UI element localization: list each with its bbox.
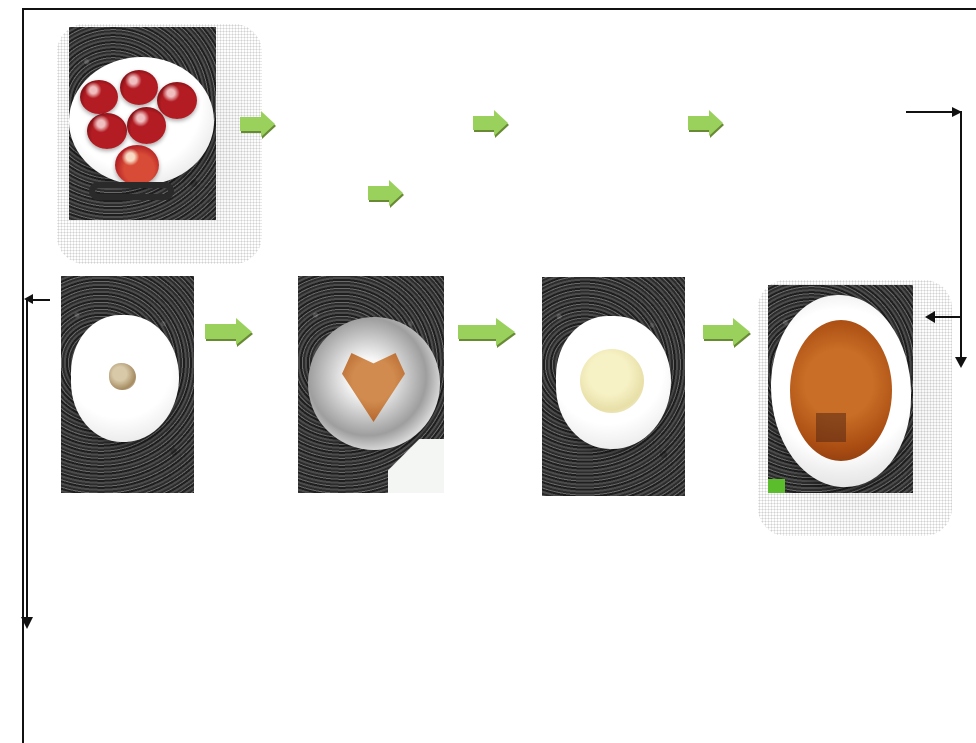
flow-arrow-top-1	[240, 111, 278, 141]
apple-photo	[69, 27, 216, 220]
brown-powder-photo	[298, 276, 444, 493]
apple-6	[115, 145, 159, 185]
flow-arrow-bottom-2	[458, 318, 518, 350]
connector-right-to-image	[932, 316, 962, 318]
tile-corner	[388, 439, 444, 493]
connector-right-to-image-arrowhead	[925, 311, 935, 323]
apple-2	[120, 70, 158, 105]
brown-liquid-photo	[768, 285, 913, 493]
connector-left-vertical	[26, 299, 28, 619]
flow-arrow-middle	[368, 180, 406, 210]
clear-liquid-surface	[580, 349, 644, 413]
pan-handle	[89, 182, 174, 200]
apple-4	[87, 113, 127, 149]
connector-right-down-arrowhead	[955, 357, 967, 368]
light-powder-heap	[109, 363, 136, 390]
apple-1	[80, 80, 118, 114]
dried-apple-powder-photo	[61, 276, 194, 493]
apple-3	[157, 82, 197, 119]
flow-arrow-top-2	[473, 110, 511, 140]
connector-left-horizontal	[30, 299, 50, 301]
connector-left-down-arrowhead	[21, 617, 33, 629]
connector-top-arrowhead	[952, 107, 962, 117]
connector-top-horizontal	[906, 111, 958, 113]
flow-arrow-top-3	[688, 110, 726, 140]
flow-arrow-bottom-1	[205, 318, 255, 349]
diagram-frame	[22, 8, 976, 743]
clear-liquid-photo	[542, 277, 685, 496]
liquid-reflection	[816, 413, 846, 442]
apple-5	[127, 107, 166, 144]
connector-left-arrowhead	[24, 294, 33, 304]
connector-right-vertical	[960, 111, 962, 358]
flow-arrow-bottom-3	[703, 318, 753, 350]
green-corner	[768, 479, 785, 493]
